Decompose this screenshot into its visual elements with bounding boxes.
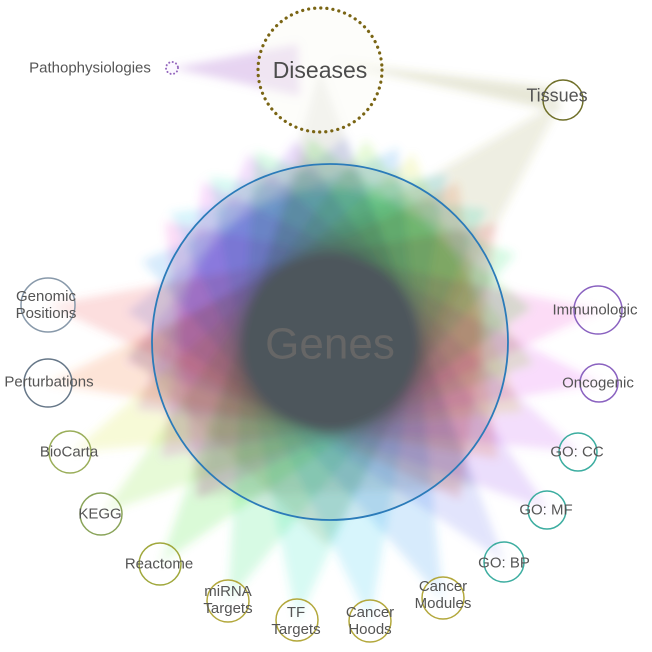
node-pathophysiologies-circle[interactable] [165,61,179,75]
node-go-cc-label[interactable]: GO: CC [550,443,604,461]
node-cancer-hoods-circle[interactable] [348,599,392,643]
node-genomic-positions-circle[interactable] [20,277,76,333]
node-go-mf-label[interactable]: GO: MF [519,501,573,519]
node-biocarta-circle[interactable] [48,430,92,474]
edge-bundle-immunologic [165,221,601,499]
node-tf-targets-circle[interactable] [275,598,319,642]
node-mirna-targets-circle[interactable] [206,579,250,623]
edge-bundle-pathophysiologies-diseases [172,44,300,96]
edge-bundle-diseases-tissues [330,62,560,112]
node-cancer-hoods-label[interactable]: Cancer Hoods [345,603,395,638]
node-go-mf-circle[interactable] [527,490,567,530]
node-genomic-positions-label[interactable]: Genomic Positions [15,287,77,322]
node-reactome-label[interactable]: Reactome [124,555,194,573]
node-reactome-circle[interactable] [138,542,182,586]
node-pathophysiologies-label[interactable]: Pathophysiologies [29,59,151,77]
node-diseases-circle[interactable] [256,6,384,134]
node-kegg-circle[interactable] [79,492,123,536]
node-circles [20,6,623,643]
node-tissues-label[interactable]: Tissues [526,85,588,106]
node-go-cc-circle[interactable] [558,432,598,472]
node-perturbations-circle[interactable] [23,358,73,408]
node-go-bp-label[interactable]: GO: BP [478,554,530,572]
node-oncogenic-label[interactable]: Oncogenic [562,374,634,392]
node-kegg-label[interactable]: KEGG [78,505,122,523]
node-cancer-modules-circle[interactable] [421,576,465,620]
node-go-bp-circle[interactable] [483,541,525,583]
edge-bundles [48,44,601,622]
node-tissues-circle[interactable] [542,79,584,121]
node-mirna-targets-label[interactable]: miRNA Targets [203,582,253,617]
node-genes-label[interactable]: Genes [265,319,395,369]
node-immunologic-label[interactable]: Immunologic [552,301,638,319]
node-immunologic-circle[interactable] [573,285,623,335]
node-genes-circle[interactable] [151,163,509,521]
node-oncogenic-circle[interactable] [579,363,619,403]
node-biocarta-label[interactable]: BioCarta [39,443,99,461]
node-perturbations-label[interactable]: Perturbations [4,373,94,391]
node-diseases-label[interactable]: Diseases [272,56,368,83]
node-cancer-modules-label[interactable]: Cancer Modules [414,577,472,612]
node-tf-targets-label[interactable]: TF Targets [271,603,321,638]
